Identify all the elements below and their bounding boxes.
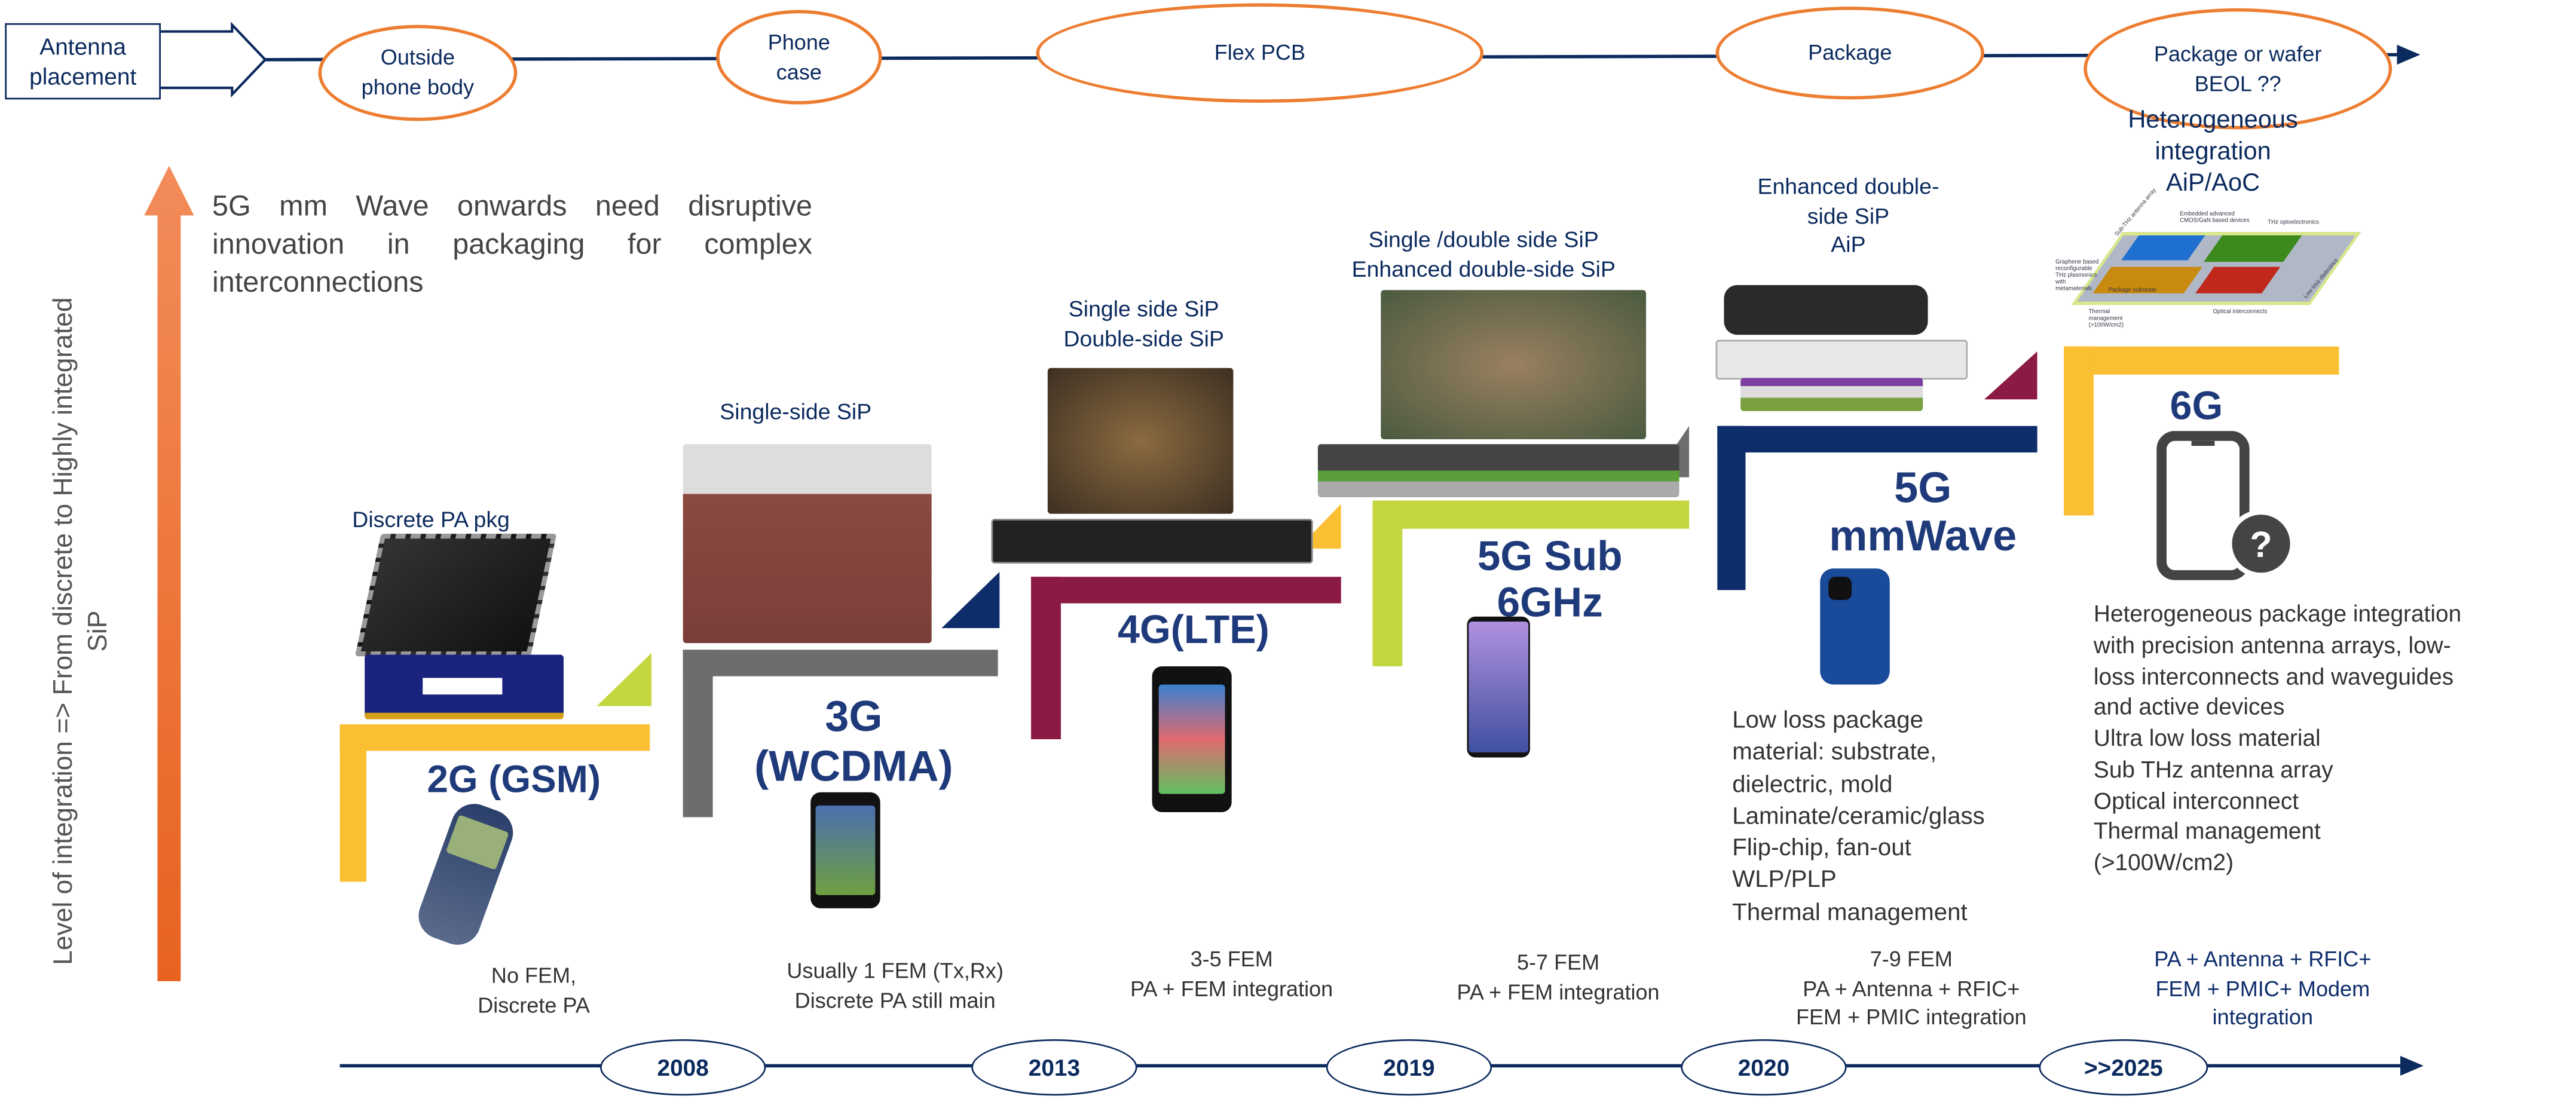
package-label-3g: Single-side SiP [720, 399, 872, 425]
enhanced-sip-cross-section [1317, 444, 1679, 498]
step-triangle [941, 571, 1000, 629]
integration-arrow [144, 166, 194, 981]
stage-phone-case: Phone case [716, 10, 882, 105]
step-5g-mmwave-riser [1717, 426, 1746, 590]
gen-title-5g-sub6: 5G Sub 6GHz [1477, 534, 1623, 626]
stage-flex-pcb: Flex PCB [1036, 3, 1484, 103]
gen-title-4g: 4G(LTE) [1117, 608, 1269, 653]
svg-text:?: ? [2250, 524, 2272, 565]
aip-label-image [1715, 339, 1968, 380]
iphone-12-image [1820, 568, 1890, 685]
step-3g [683, 650, 998, 676]
gen-title-5g-mmwave: 5G mmWave [1829, 462, 2017, 560]
step-5g-sub6 [1372, 500, 1690, 529]
year-2025-plus: >>2025 [2039, 1039, 2208, 1096]
nokia-phone-image [412, 797, 520, 951]
year-2013: 2013 [971, 1039, 1137, 1096]
stage-package: Package [1715, 7, 1984, 100]
wirebond-cross-section-image [365, 654, 564, 720]
step-3g-riser [683, 650, 713, 818]
step-6g-riser [2064, 346, 2094, 516]
iphone-7-image [1152, 666, 1232, 813]
step-triangle [1984, 351, 2037, 400]
step-5g-mmwave [1717, 426, 2037, 453]
aip-cross-section [1740, 378, 1923, 411]
stage-package-or-wafer-beol: Package or wafer BEOL ?? [2084, 8, 2393, 130]
year-2020: 2020 [1681, 1039, 1847, 1096]
step-triangle [596, 653, 651, 706]
gen-title-3g: 3G (WCDMA) [754, 691, 953, 791]
fem-3g: Usually 1 FEM (Tx,Rx)Discrete PA still m… [787, 958, 1004, 1012]
step-4g-riser [1031, 577, 1061, 739]
step-6g [2064, 346, 2339, 375]
heterogeneous-integration-diagram: Sub-THz antenna array Embedded advanced … [2055, 187, 2361, 336]
6g-phone-question-icon: ? [2156, 431, 2295, 580]
antenna-placement-box: Antenna placement [5, 23, 161, 100]
year-2019: 2019 [1326, 1039, 1492, 1096]
step-4g [1031, 577, 1341, 604]
step-2g [339, 724, 650, 751]
enhanced-sip-image [1381, 290, 1647, 439]
double-side-sip-image [1047, 368, 1234, 514]
step-5g-sub6-riser [1372, 500, 1403, 666]
galaxy-s10-image [1467, 616, 1530, 758]
stage-outside-phone-body: Outside phone body [318, 25, 518, 121]
single-side-sip-image [683, 444, 932, 644]
package-label-2g: Discrete PA pkg [352, 507, 510, 532]
discrete-pa-package-image [354, 534, 557, 657]
iphone-original-image [810, 792, 880, 908]
gen-title-2g: 2G (GSM) [427, 757, 601, 801]
caption: 5G mm Wave onwards need disruptive innov… [212, 189, 813, 299]
year-2008: 2008 [600, 1039, 766, 1096]
aip-module-image [1724, 285, 1928, 335]
axis-label: Level of integration => From discrete to… [50, 297, 113, 965]
gen-title-6g: 6G [2170, 384, 2223, 430]
double-side-sip-cross-section [991, 519, 1313, 564]
fem-2g: No FEM,Discrete PA [478, 963, 590, 1017]
step-2g-riser [339, 724, 366, 882]
